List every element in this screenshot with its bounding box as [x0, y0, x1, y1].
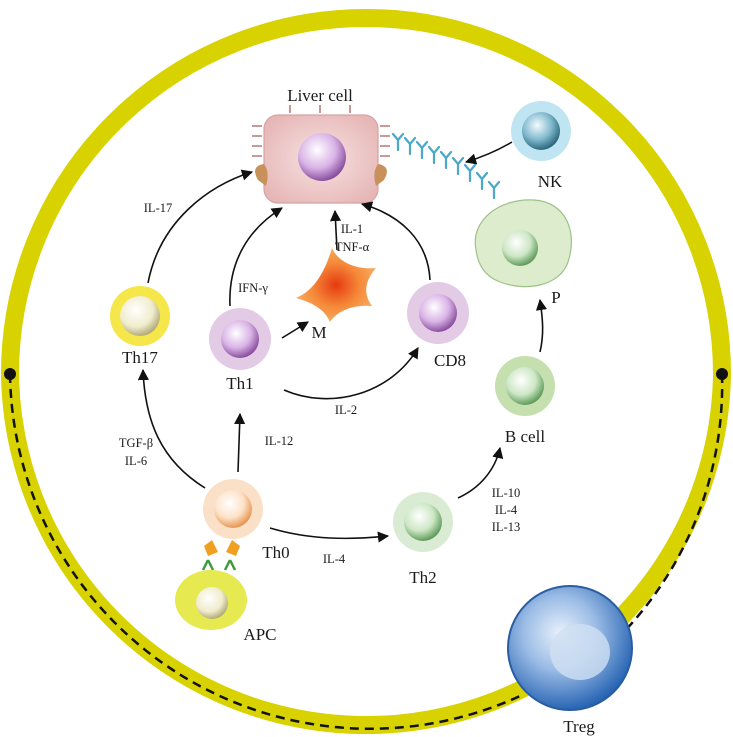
th2-cell: Th2: [393, 492, 453, 587]
apc-label: APC: [243, 625, 276, 644]
th17-label: Th17: [122, 348, 158, 367]
cytokine-il4-th0: IL-4: [323, 552, 346, 566]
cytokine-il13: IL-13: [492, 520, 520, 534]
treg-label: Treg: [563, 717, 595, 736]
antibody-chain: [391, 132, 501, 200]
cd8-label: CD8: [434, 351, 466, 370]
cytokine-il4-bcell: IL-4: [495, 503, 518, 517]
cytokine-tnf-alpha: TNF-α: [335, 240, 370, 254]
ring-node-right: [716, 368, 728, 380]
tcr-receptors: [201, 540, 240, 571]
th17-cell: Th17: [110, 286, 170, 367]
cytokine-il12: IL-12: [265, 434, 293, 448]
m-label: M: [311, 323, 326, 342]
p-label: P: [551, 288, 560, 307]
th0-cell: Th0: [203, 479, 290, 562]
cytokine-il10: IL-10: [492, 486, 520, 500]
cytokine-ifn-gamma: IFN-γ: [238, 281, 268, 295]
cytokine-tgf-beta: TGF-β: [119, 436, 153, 450]
th1-cell: Th1: [209, 308, 271, 393]
treg-cell: Treg: [507, 585, 633, 736]
ring-node-left: [4, 368, 16, 380]
arrow-th0-to-th2: [269, 527, 390, 543]
th1-label: Th1: [226, 374, 253, 393]
arrow-th0-to-th17: [137, 368, 206, 489]
arrow-th1-to-m: [281, 321, 309, 339]
nk-label: NK: [538, 172, 563, 191]
arrow-m-to-liver: [329, 209, 342, 251]
arrow-th0-to-th1: [234, 412, 246, 473]
apc-cell: APC: [175, 570, 277, 644]
b-cell-label: B cell: [505, 427, 545, 446]
liver-cell-label: Liver cell: [287, 86, 353, 105]
b-cell: B cell: [495, 356, 555, 446]
arrow-th1-to-cd8: [283, 347, 419, 400]
cytokine-il1: IL-1: [341, 222, 363, 236]
liver-cell: Liver cell: [252, 86, 390, 204]
cd8-cell: CD8: [407, 282, 469, 370]
arrow-th2-to-bcell: [457, 446, 504, 499]
arrow-nk-to-antibody: [464, 141, 513, 165]
cytokine-il6: IL-6: [125, 454, 147, 468]
cytokine-il17: IL-17: [144, 201, 172, 215]
arrow-bcell-to-p: [535, 298, 548, 353]
cytokine-il2: IL-2: [335, 403, 357, 417]
arrow-th17-to-liver: [147, 169, 254, 284]
th0-label: Th0: [262, 543, 289, 562]
macrophage-cell: M: [296, 248, 376, 342]
nk-cell: NK: [511, 101, 571, 191]
plasma-cell: P: [474, 199, 572, 307]
th2-label: Th2: [409, 568, 436, 587]
arrow-cd8-to-liver: [360, 201, 431, 281]
arrow-th1-to-liver: [229, 207, 283, 307]
